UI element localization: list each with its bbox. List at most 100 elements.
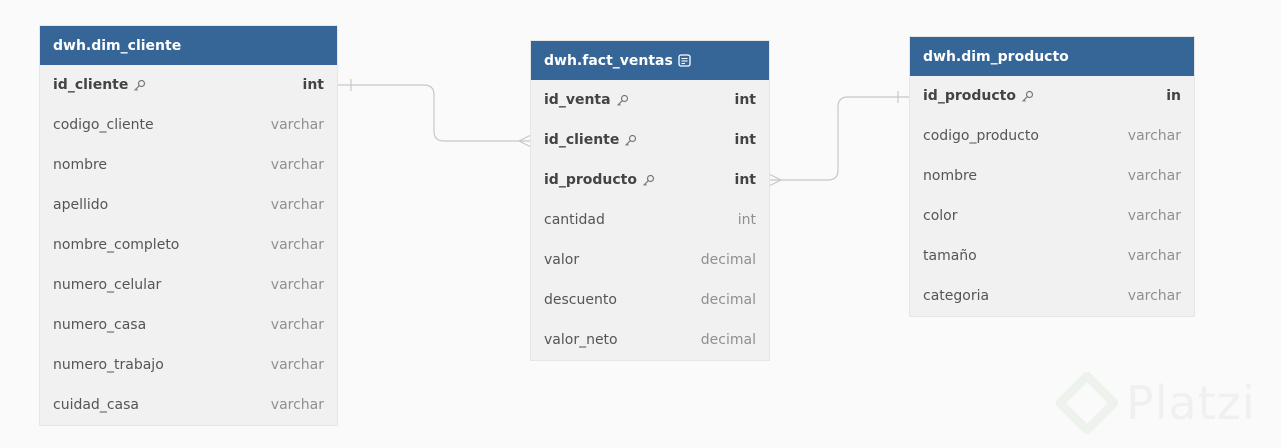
many-marker-producto — [768, 173, 783, 187]
field-row-id-venta[interactable]: id_venta int — [531, 80, 769, 120]
table-header[interactable]: dwh.dim_producto — [910, 37, 1194, 76]
relation-producto-line[interactable] — [769, 96, 910, 181]
field-row-codigo-cliente[interactable]: codigo_cliente varchar — [40, 105, 337, 145]
primary-key-icon — [642, 174, 655, 187]
field-row-nombre[interactable]: nombre varchar — [910, 156, 1194, 196]
field-row-color[interactable]: color varchar — [910, 196, 1194, 236]
field-row-cantidad[interactable]: cantidad int — [531, 200, 769, 240]
field-name: nombre_completo — [53, 237, 180, 253]
relation-cliente-line[interactable] — [337, 84, 531, 142]
field-type: int — [734, 92, 756, 108]
field-type: varchar — [270, 317, 324, 333]
field-name: id_venta — [544, 92, 611, 108]
note-icon[interactable] — [678, 54, 691, 67]
field-name-wrap: color — [923, 208, 957, 224]
table-title: dwh.dim_producto — [923, 48, 1069, 65]
field-name-wrap: id_producto — [544, 172, 655, 188]
field-name-wrap: cuidad_casa — [53, 397, 139, 413]
field-name: codigo_producto — [923, 128, 1039, 144]
platzi-logo-icon — [1056, 372, 1118, 434]
primary-key-icon — [616, 94, 629, 107]
field-name: id_cliente — [544, 132, 620, 148]
field-type: int — [737, 212, 756, 228]
field-name: categoria — [923, 288, 990, 304]
table-header[interactable]: dwh.dim_cliente — [40, 26, 337, 65]
field-name: numero_casa — [53, 317, 147, 333]
field-row-categoria[interactable]: categoria varchar — [910, 276, 1194, 316]
field-type: varchar — [270, 117, 324, 133]
field-name-wrap: id_venta — [544, 92, 629, 108]
field-type: varchar — [1127, 248, 1181, 264]
field-name-wrap: categoria — [923, 288, 989, 304]
field-name: color — [923, 208, 958, 224]
primary-key-icon — [1021, 90, 1034, 103]
field-name-wrap: apellido — [53, 197, 108, 213]
field-name-wrap: codigo_cliente — [53, 117, 154, 133]
field-type: varchar — [270, 357, 324, 373]
field-type: varchar — [1127, 208, 1181, 224]
field-type: decimal — [700, 332, 756, 348]
field-type: varchar — [1127, 288, 1181, 304]
field-row-valor-neto[interactable]: valor_neto decimal — [531, 320, 769, 360]
field-type: varchar — [270, 397, 324, 413]
field-type: int — [302, 77, 324, 93]
field-name-wrap: id_cliente — [544, 132, 637, 148]
field-type: varchar — [270, 197, 324, 213]
field-name-wrap: codigo_producto — [923, 128, 1039, 144]
field-name-wrap: nombre_completo — [53, 237, 179, 253]
field-name: valor_neto — [544, 332, 618, 348]
field-name: descuento — [544, 292, 617, 308]
field-type: in — [1166, 88, 1181, 104]
field-name: cantidad — [544, 212, 605, 228]
field-name-wrap: tamaño — [923, 248, 977, 264]
field-name-wrap: nombre — [53, 157, 107, 173]
field-row-tamaño[interactable]: tamaño varchar — [910, 236, 1194, 276]
field-type: int — [734, 132, 756, 148]
field-type: varchar — [270, 157, 324, 173]
field-name: numero_celular — [53, 277, 162, 293]
field-name: nombre — [53, 157, 108, 173]
primary-key-icon — [133, 79, 146, 92]
many-marker-cliente — [517, 134, 532, 148]
field-row-numero-trabajo[interactable]: numero_trabajo varchar — [40, 345, 337, 385]
field-type: varchar — [1127, 168, 1181, 184]
table-header[interactable]: dwh.fact_ventas — [531, 41, 769, 80]
field-row-codigo-producto[interactable]: codigo_producto varchar — [910, 116, 1194, 156]
field-row-cuidad-casa[interactable]: cuidad_casa varchar — [40, 385, 337, 425]
field-row-id-cliente[interactable]: id_cliente int — [531, 120, 769, 160]
primary-key-icon — [624, 134, 637, 147]
platzi-watermark-text: Platzi — [1126, 376, 1256, 430]
platzi-watermark: Platzi — [1056, 372, 1256, 434]
field-name-wrap: cantidad — [544, 212, 605, 228]
field-row-numero-casa[interactable]: numero_casa varchar — [40, 305, 337, 345]
field-name: valor — [544, 252, 580, 268]
field-row-nombre[interactable]: nombre varchar — [40, 145, 337, 185]
field-name-wrap: nombre — [923, 168, 977, 184]
field-name: cuidad_casa — [53, 397, 139, 413]
field-name: codigo_cliente — [53, 117, 154, 133]
field-type: varchar — [1127, 128, 1181, 144]
field-name-wrap: numero_casa — [53, 317, 146, 333]
field-name-wrap: numero_trabajo — [53, 357, 164, 373]
field-name-wrap: numero_celular — [53, 277, 161, 293]
field-row-apellido[interactable]: apellido varchar — [40, 185, 337, 225]
field-name-wrap: descuento — [544, 292, 617, 308]
field-name-wrap: valor_neto — [544, 332, 618, 348]
field-name: tamaño — [923, 248, 977, 264]
field-name: id_producto — [544, 172, 637, 188]
